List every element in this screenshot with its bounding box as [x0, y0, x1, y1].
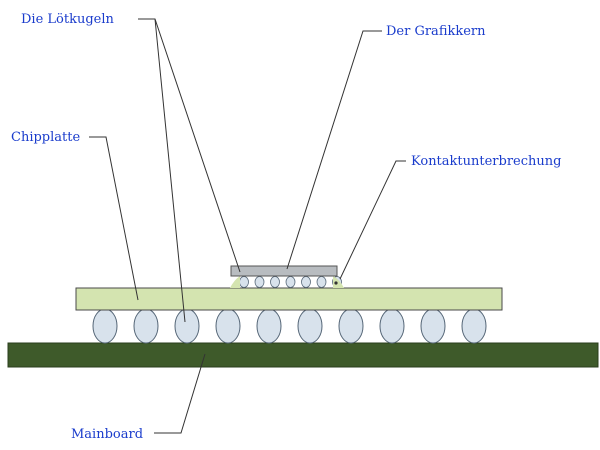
large-solder-ball	[215, 308, 241, 344]
leader-chip-board	[89, 136, 139, 301]
large-solder-ball	[461, 308, 487, 344]
small-solder-ball	[301, 276, 311, 288]
large-solder-ball	[297, 308, 323, 344]
leader-contact-break	[339, 160, 406, 280]
large-solder-ball	[174, 308, 200, 344]
core-underfill-right	[333, 276, 344, 288]
large-solder-ball	[92, 308, 118, 344]
large-solder-ball	[338, 308, 364, 344]
small-solder-ball	[316, 276, 327, 288]
small-solder-ball	[254, 276, 265, 288]
leader-graphics-core	[286, 30, 382, 270]
label-contact-break: Kontaktunterbrechung	[411, 154, 561, 169]
large-solder-ball-row	[92, 308, 487, 344]
small-solder-ball	[270, 276, 280, 288]
leader-solder-balls-1	[138, 18, 241, 273]
large-solder-ball	[420, 308, 446, 344]
leader-mainboard	[154, 353, 206, 434]
label-mainboard: Mainboard	[71, 427, 143, 442]
label-solder-balls: Die Lötkugeln	[21, 12, 115, 27]
large-solder-ball	[256, 308, 282, 344]
chip-board-layer	[75, 287, 503, 311]
large-solder-ball	[133, 308, 159, 344]
leader-solder-balls-2	[154, 18, 186, 323]
large-solder-ball	[379, 308, 405, 344]
mainboard-layer	[7, 342, 599, 368]
graphics-core-die	[230, 265, 338, 277]
small-solder-ball	[239, 276, 249, 288]
label-graphics-core: Der Grafikkern	[386, 24, 486, 39]
core-underfill-left	[230, 276, 240, 288]
small-solder-ball	[285, 276, 296, 288]
label-chip-board: Chipplatte	[11, 130, 80, 145]
contact-break-marker	[334, 281, 338, 285]
small-solder-ball-row	[239, 276, 342, 288]
